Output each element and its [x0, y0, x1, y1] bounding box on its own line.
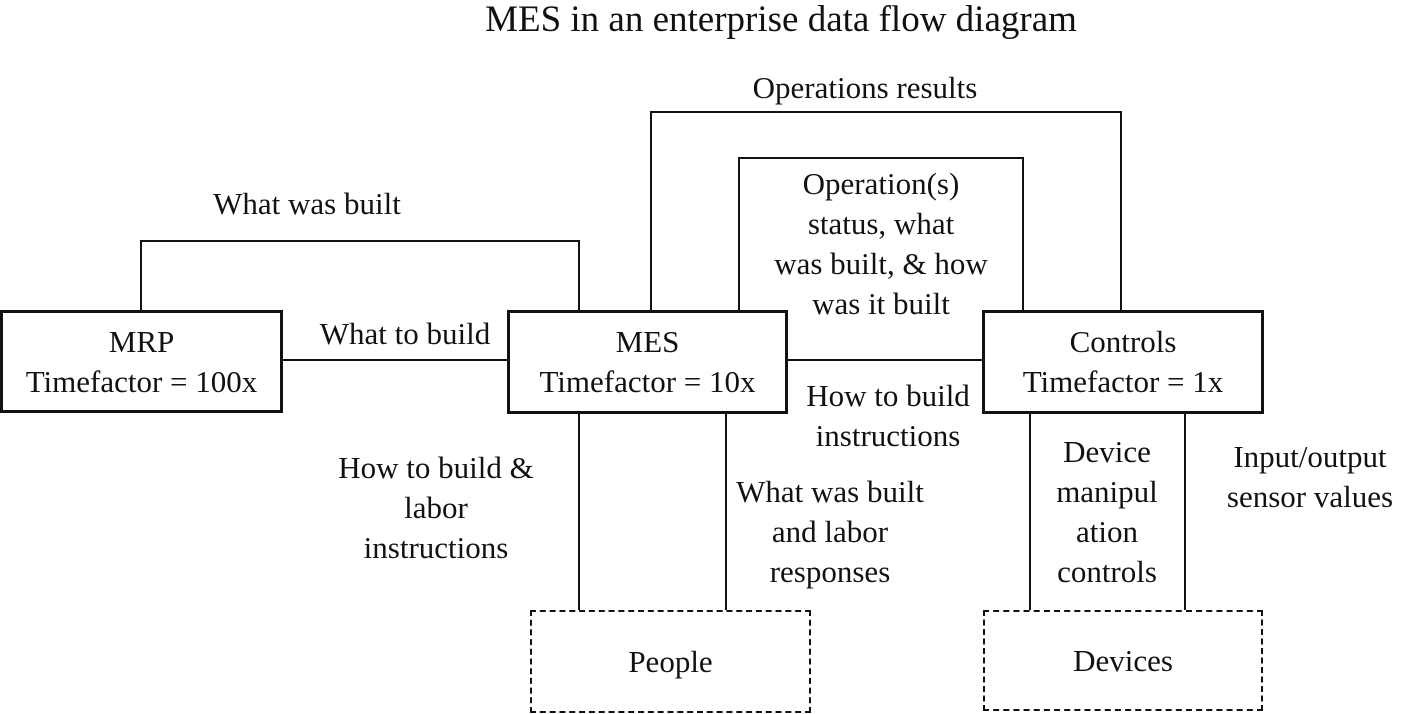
diagram-title: MES in an enterprise data flow diagram	[485, 0, 1077, 40]
label-device-manipulation-controls: Device manipul ation controls	[1056, 434, 1158, 589]
operation-status-label: Operation(s) status, what was built, & h…	[774, 166, 988, 321]
mrp-node: MRP Timefactor = 100x	[0, 310, 283, 413]
mes-node: MES Timefactor = 10x	[507, 310, 788, 414]
edge-mes-to-people-left	[578, 414, 580, 610]
edge-mrp-top-vertical	[140, 241, 142, 310]
edge-mes-to-controls	[788, 359, 982, 361]
edge-operations-results-to-controls	[1120, 111, 1122, 310]
label-input-output-sensor-values: Input/output sensor values	[1226, 439, 1394, 514]
people-label: People	[628, 643, 713, 679]
mes-label: MES Timefactor = 10x	[539, 324, 756, 399]
devices-node: Devices	[983, 610, 1263, 711]
mrp-label: MRP Timefactor = 100x	[25, 323, 258, 399]
label-how-to-build-instructions: How to build instructions	[806, 378, 970, 453]
controls-node: Controls Timefactor = 1x	[982, 310, 1264, 414]
label-operations-results: Operations results	[752, 70, 978, 105]
edge-mes-top-vertical	[650, 112, 652, 310]
edge-operations-results-horizontal	[650, 111, 1122, 113]
edge-mrp-to-mes	[283, 359, 507, 361]
edge-mes-to-people-right	[725, 414, 727, 610]
edge-controls-to-devices-right	[1184, 414, 1186, 610]
edge-what-was-built-horizontal	[140, 240, 580, 242]
people-node: People	[530, 610, 811, 713]
edge-controls-to-devices-left	[1029, 414, 1031, 610]
controls-label: Controls Timefactor = 1x	[1022, 324, 1224, 399]
label-what-to-build: What to build	[319, 316, 491, 351]
label-how-to-build-labor-instructions: How to build & labor instructions	[338, 450, 534, 565]
label-what-was-built-labor-responses: What was built and labor responses	[736, 474, 924, 589]
devices-label: Devices	[1073, 642, 1173, 678]
operation-status-node: Operation(s) status, what was built, & h…	[738, 157, 1024, 321]
edge-what-was-built-to-mes	[578, 240, 580, 310]
label-what-was-built: What was built	[213, 186, 401, 221]
